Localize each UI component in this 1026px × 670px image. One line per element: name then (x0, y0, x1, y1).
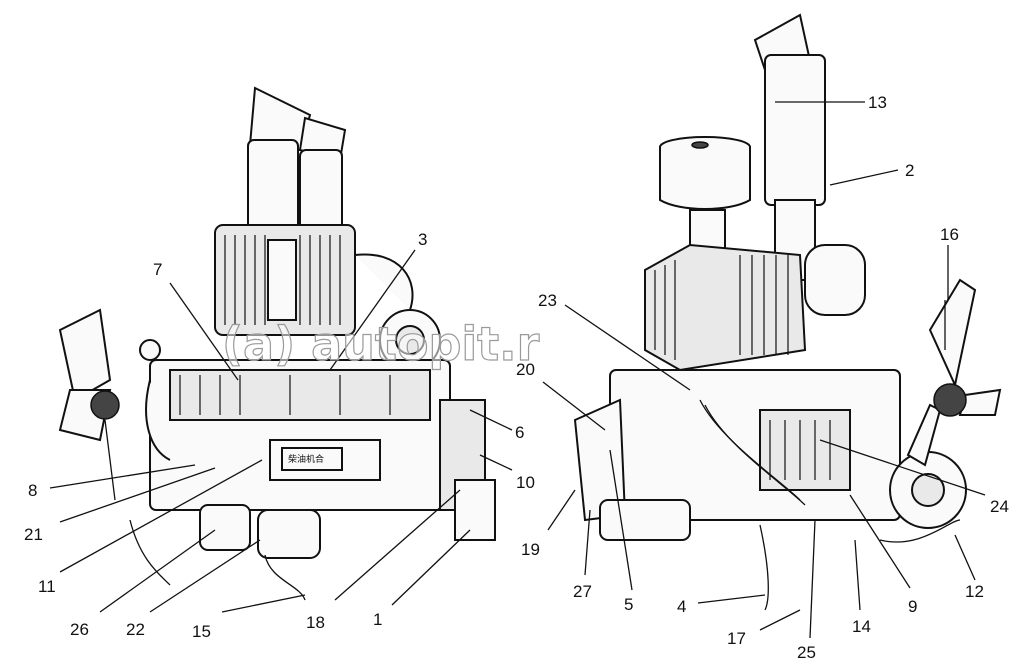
right-view-labels: 13 2 16 23 20 24 19 27 5 4 17 25 14 9 12 (516, 93, 1009, 662)
callout-label: 16 (940, 225, 959, 244)
leader-line-27 (584, 509, 591, 576)
watermark-text: (a) autopit.r (222, 317, 540, 371)
leader-line-20 (542, 381, 606, 431)
leader-line-10 (479, 454, 513, 471)
left-view-labels: 7 3 6 10 8 21 11 26 22 15 18 1 (24, 230, 535, 641)
callout-label: 7 (153, 260, 162, 279)
callout-label: 8 (28, 481, 37, 500)
leader-line-26 (99, 529, 216, 613)
callout-label: 4 (677, 597, 686, 616)
callout-label: 19 (521, 540, 540, 559)
left-lower-components (129, 339, 321, 601)
leader-line-6 (469, 409, 513, 431)
callout-label: 20 (516, 360, 535, 379)
right-engine-block (573, 369, 967, 541)
callout-label: 14 (852, 617, 871, 636)
leader-line-21 (59, 467, 216, 523)
engine-nameplate (281, 447, 343, 471)
callout-label: 11 (38, 577, 56, 596)
leader-line-17 (759, 609, 801, 631)
left-engine-view: 柴油机合 (58, 86, 496, 601)
callout-label: 25 (797, 643, 816, 662)
right-cooling-fan (906, 278, 1002, 467)
callout-label: 13 (868, 93, 887, 112)
callout-label: 18 (306, 613, 325, 632)
callout-label: 24 (990, 497, 1009, 516)
leader-line-22 (149, 539, 261, 613)
callout-label: 5 (624, 595, 633, 614)
callout-label: 17 (727, 629, 746, 648)
leader-line-25 (809, 519, 816, 639)
callout-label: 10 (516, 473, 535, 492)
right-intake-cooler (644, 243, 807, 372)
right-air-cleaner (659, 136, 751, 251)
left-intake-cooler (214, 224, 356, 336)
left-engine-block: 柴油机合 (149, 359, 496, 541)
callout-label: 15 (192, 622, 211, 641)
callout-label: 21 (24, 525, 43, 544)
right-engine-view (573, 13, 1002, 611)
callout-label: 23 (538, 291, 557, 310)
callout-label: 26 (70, 620, 89, 639)
leader-line-19 (547, 489, 576, 531)
callout-label: 27 (573, 582, 592, 601)
leader-line-3 (329, 249, 416, 371)
left-cooling-fan (58, 308, 120, 501)
right-hoses (699, 399, 961, 611)
leader-line-7 (169, 282, 239, 381)
leader-line-18 (334, 489, 461, 601)
callout-label: 3 (418, 230, 427, 249)
leader-line-15 (221, 594, 306, 613)
leader-line-2 (829, 169, 899, 186)
leader-line-24 (819, 439, 986, 496)
callout-label: 2 (905, 161, 914, 180)
callout-label: 6 (515, 423, 524, 442)
callout-label: 12 (965, 582, 984, 601)
leader-line-1 (391, 529, 471, 606)
engine-nameplate-text: 柴油机合 (288, 453, 324, 465)
leader-lines (49, 101, 986, 639)
callout-label: 22 (126, 620, 145, 639)
leader-line-5 (609, 449, 633, 591)
leader-line-12 (954, 534, 976, 581)
right-silencer (804, 244, 866, 316)
callout-label: 1 (373, 610, 382, 629)
right-exhaust-stack (753, 13, 826, 281)
leader-line-23 (564, 304, 691, 391)
callout-label: 9 (908, 597, 917, 616)
leader-line-4 (697, 594, 766, 604)
leader-line-8 (49, 464, 196, 489)
leader-line-11 (59, 459, 263, 573)
leader-line-9 (849, 494, 911, 589)
leader-line-14 (854, 539, 861, 611)
